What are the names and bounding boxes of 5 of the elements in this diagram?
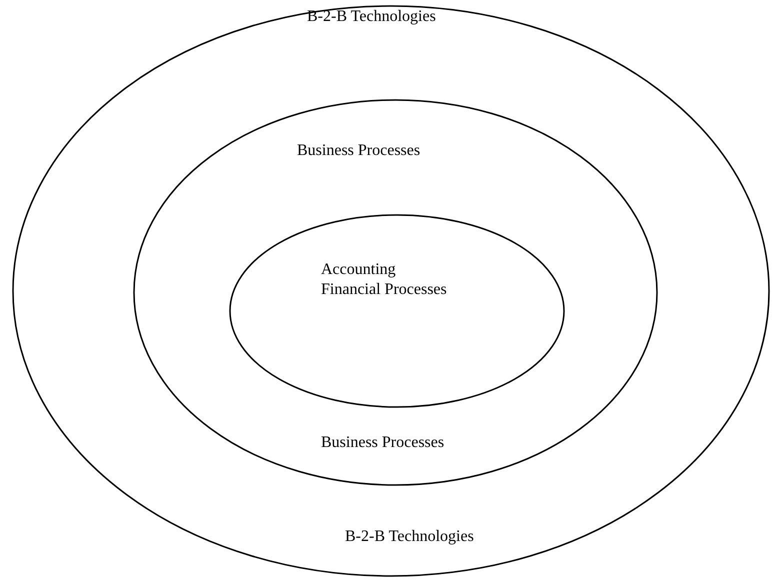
ellipse-label: Business Processes: [297, 141, 422, 161]
ellipse-label: Accounting Financial Processes: [321, 260, 448, 300]
ellipse-label: B-2-B Technologies: [307, 7, 437, 27]
ellipse-label: B-2-B Technologies: [345, 527, 475, 547]
ellipse-label: Business Processes: [321, 433, 446, 453]
